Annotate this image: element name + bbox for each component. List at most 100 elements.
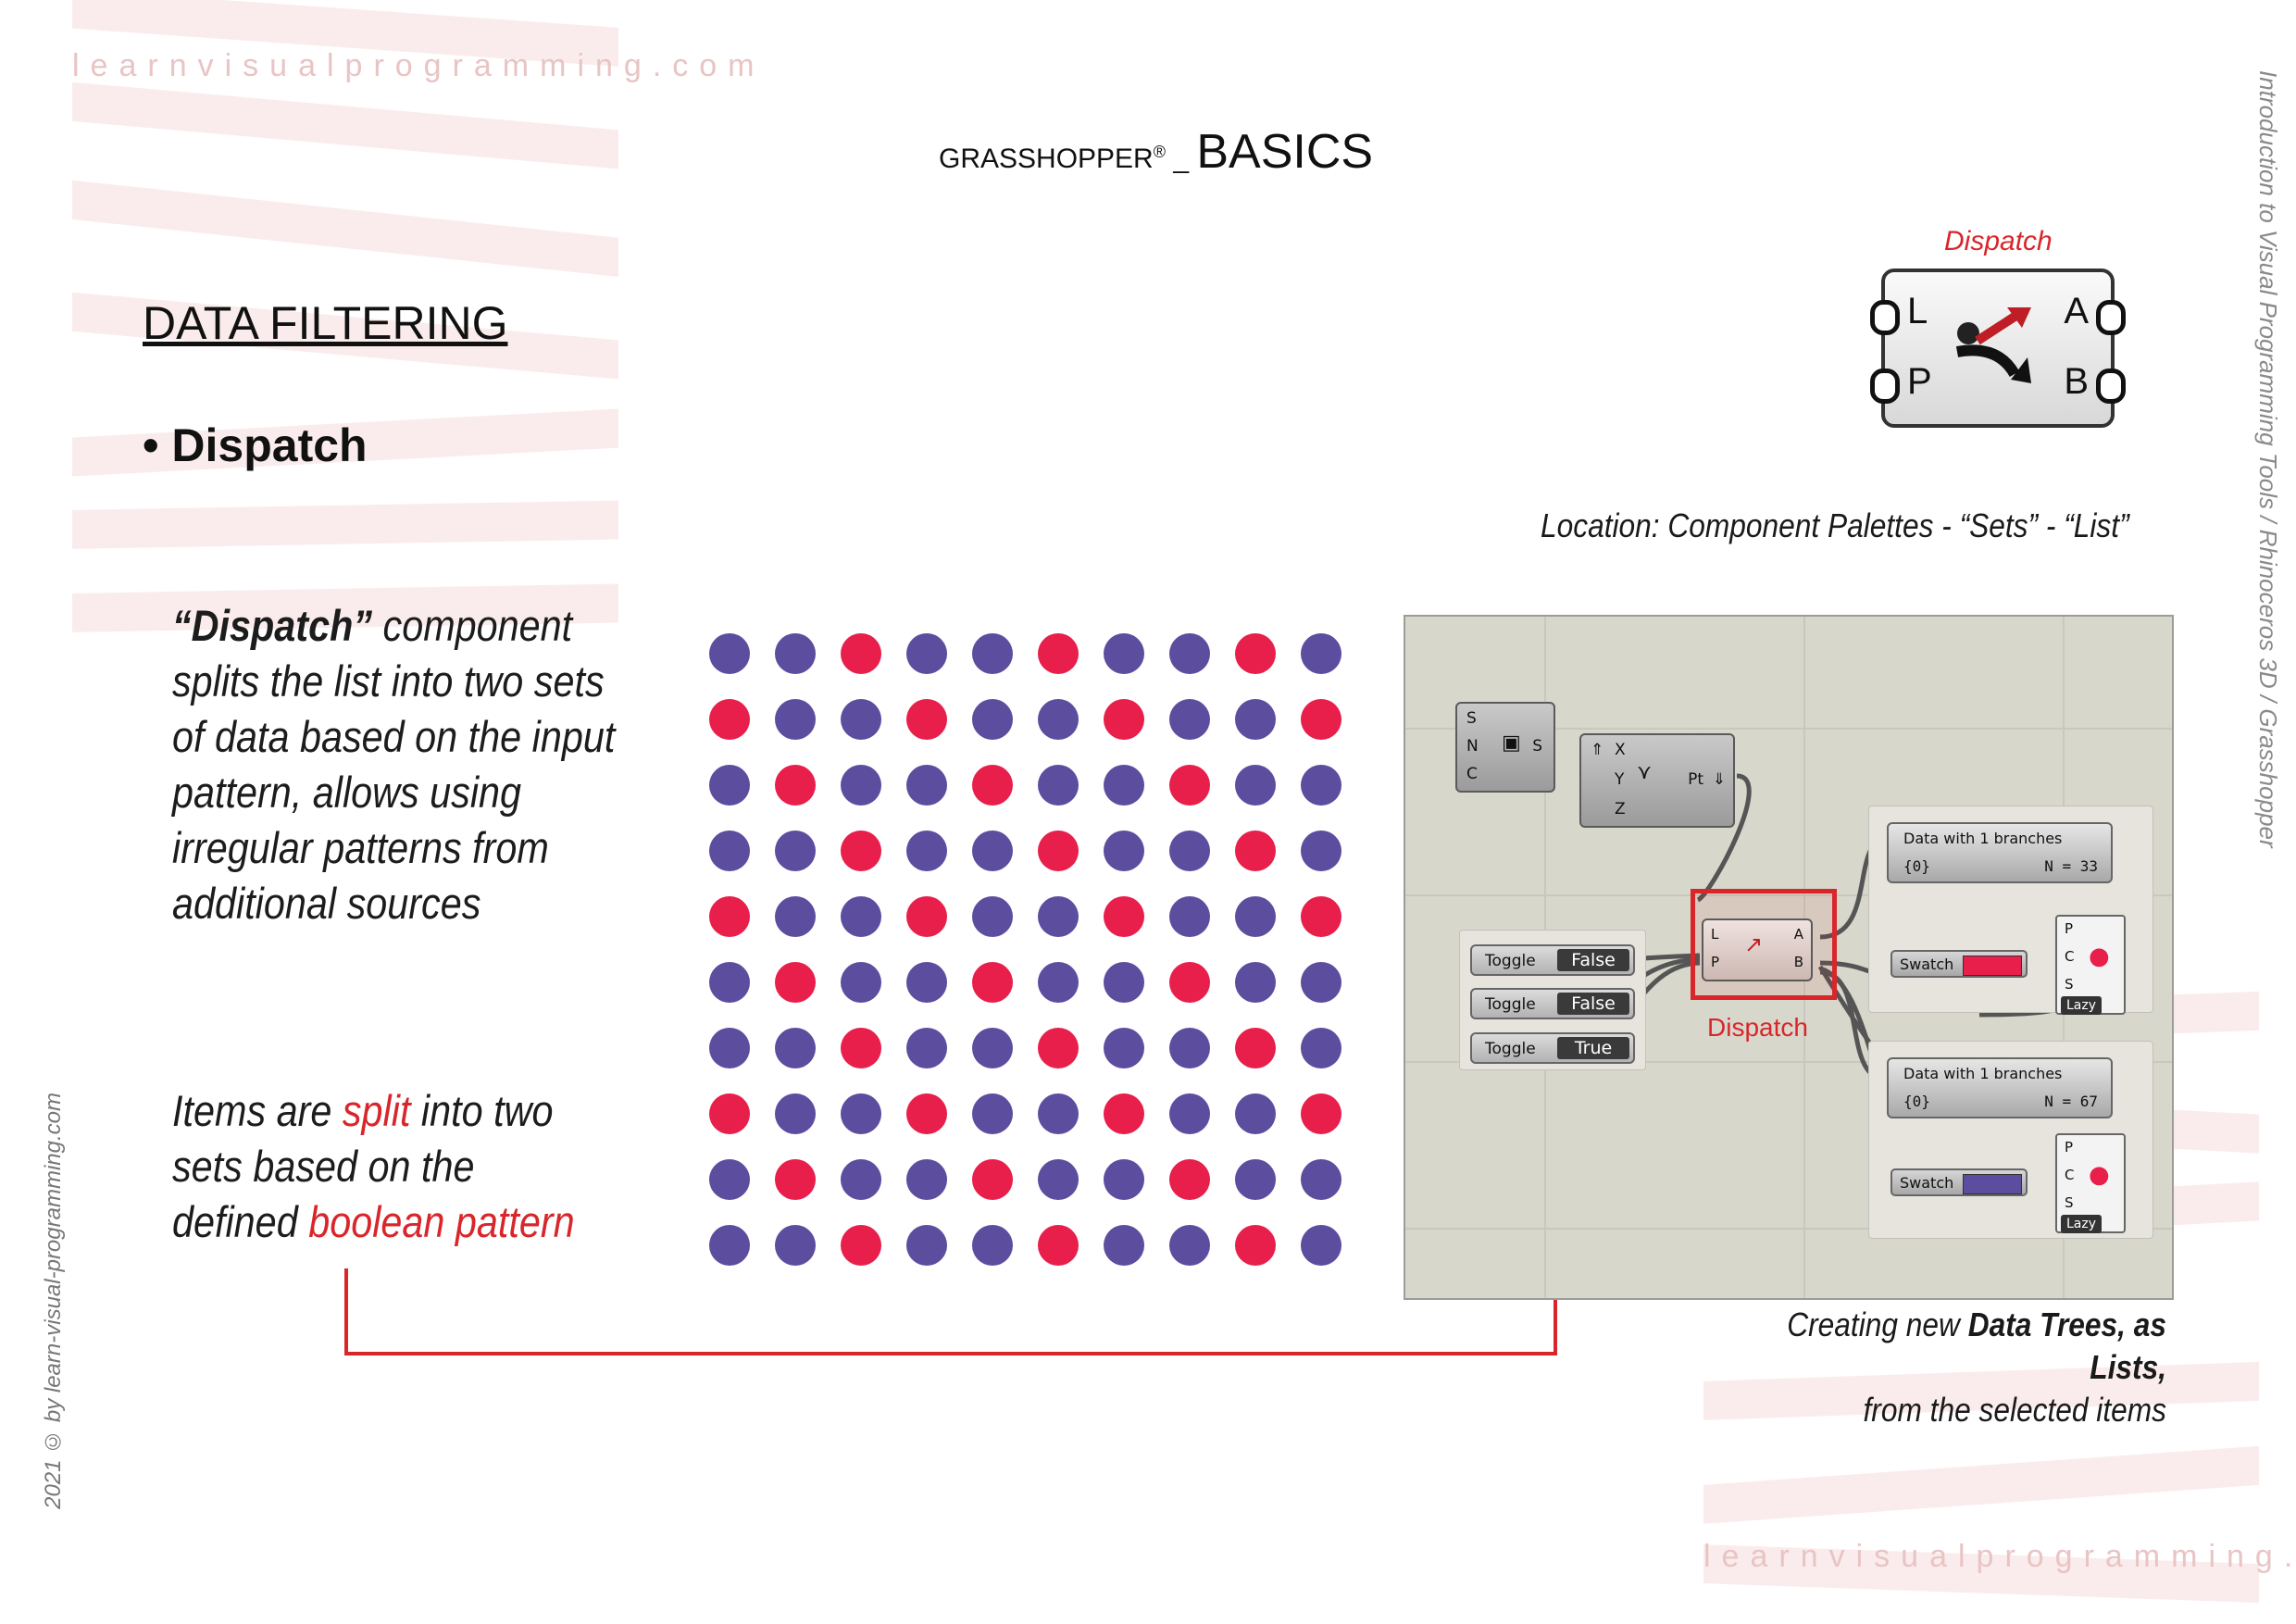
panel-b[interactable]: Data with 1 branches {0} N = 67 [1887,1057,2113,1118]
dot-purple [906,765,947,806]
dot-purple [775,831,816,871]
dot-purple [972,1225,1013,1266]
dot-red [1301,896,1341,937]
swatch-b-color[interactable] [1963,1174,2022,1194]
toggle-2-value[interactable]: False [1557,993,1629,1015]
gh-caption: Creating new Data Trees, as Lists, from … [1710,1304,2166,1431]
description: “Dispatch” component splits the list int… [172,598,678,931]
gh-dispatch-input-l: L [1711,926,1719,943]
panel-b-count: N = 67 [2044,1093,2098,1110]
dispatch-component-icon: L P A B [1870,269,2126,428]
dot-purple [775,1028,816,1068]
construct-point-component[interactable]: X Y Z ⇑ ⋎ Pt ⇓ [1579,733,1735,828]
side-title: Introduction to Visual Programming Tools… [2254,70,2282,848]
watermark-top: learnvisualprogramming.com [72,48,766,83]
dot-red [1104,1093,1144,1134]
icon-label: Dispatch [1944,226,2053,256]
dot-purple [1104,1159,1144,1200]
dot-red [906,699,947,740]
dot-purple [1235,1159,1276,1200]
copyright: 2021 © by learn-visual-programming.com [41,1093,66,1509]
dot-purple [1104,962,1144,1003]
gh-dispatch-icon: ↗ [1744,931,1764,957]
dot-red [1169,962,1210,1003]
dot-purple [1104,1225,1144,1266]
toggle-3[interactable]: Toggle True [1470,1032,1635,1064]
dot-purple [1169,1093,1210,1134]
swatch-a[interactable]: Swatch [1890,950,2028,978]
dot-purple [1301,765,1341,806]
panel-a-path: {0} [1903,857,1930,875]
toggle-1[interactable]: Toggle False [1470,944,1635,976]
panel-a[interactable]: Data with 1 branches {0} N = 33 [1887,822,2113,883]
gh-dispatch-component[interactable]: L P A B ↗ [1702,918,1813,981]
dot-red [775,1159,816,1200]
dot-red [1169,765,1210,806]
dot-purple [841,896,881,937]
dot-purple [1235,962,1276,1003]
preview-b[interactable]: P C S ● Lazy [2055,1133,2126,1233]
dot-purple [906,1028,947,1068]
preview-a-lazy: Lazy [2061,996,2102,1015]
dot-purple [709,831,750,871]
dot-red [1038,1028,1079,1068]
dot-red [972,765,1013,806]
dot-red [1104,896,1144,937]
dot-purple [841,962,881,1003]
toggle-3-value[interactable]: True [1557,1037,1629,1059]
dot-red [841,831,881,871]
preview-b-lazy: Lazy [2061,1215,2102,1233]
panel-b-path: {0} [1903,1093,1930,1110]
location-text: Location: Component Palettes - “Sets” - … [1541,506,2129,544]
preview-b-p: P [2065,1139,2074,1156]
series-component[interactable]: S N C ▣ S [1455,702,1555,793]
dot-red [775,962,816,1003]
bullet-symbol: • [143,419,159,471]
dot-red [1235,1028,1276,1068]
toggle-1-value[interactable]: False [1557,949,1629,971]
series-input-s: S [1466,709,1477,728]
input-l-label: L [1907,291,1928,331]
description-line-4: pattern, allows using [172,768,522,817]
dot-purple [1038,1159,1079,1200]
up-arrow-icon: ⇑ [1591,741,1604,759]
dot-red [1038,831,1079,871]
input-port-l [1870,300,1900,335]
dot-red [1104,699,1144,740]
preview-a-p: P [2065,920,2074,937]
swatch-a-color[interactable] [1963,956,2022,976]
items-line-1b: into two [410,1086,554,1135]
dot-red [972,1159,1013,1200]
series-input-c: C [1466,765,1478,783]
dot-purple [1235,699,1276,740]
dot-red [1301,1093,1341,1134]
swatch-a-label: Swatch [1900,956,1954,973]
dot-red [709,896,750,937]
dot-purple [972,1093,1013,1134]
dot-red [841,1028,881,1068]
dot-purple [709,1225,750,1266]
dot-purple [1104,765,1144,806]
dot-purple [1301,1028,1341,1068]
items-line-1a: Items are [172,1086,343,1135]
series-output-s: S [1532,737,1542,756]
preview-a[interactable]: P C S ● Lazy [2055,915,2126,1015]
dot-purple [841,1159,881,1200]
grasshopper-canvas: S N C ▣ S X Y Z ⇑ ⋎ Pt ⇓ Toggle False To… [1404,615,2174,1300]
preview-a-icon: ● [2089,943,2110,970]
toggle-2[interactable]: Toggle False [1470,988,1635,1019]
dot-purple [1301,831,1341,871]
split-highlight: split [342,1086,411,1135]
input-port-p [1870,369,1900,404]
dot-purple [709,1028,750,1068]
dot-purple [1301,633,1341,674]
dot-red [709,699,750,740]
series-input-n: N [1466,737,1479,756]
dot-purple [1301,1159,1341,1200]
dot-purple [972,699,1013,740]
swatch-b[interactable]: Swatch [1890,1168,2028,1196]
dot-red [1169,1159,1210,1200]
down-arrow-icon: ⇓ [1712,770,1726,789]
dot-purple [775,1225,816,1266]
dot-purple [906,962,947,1003]
